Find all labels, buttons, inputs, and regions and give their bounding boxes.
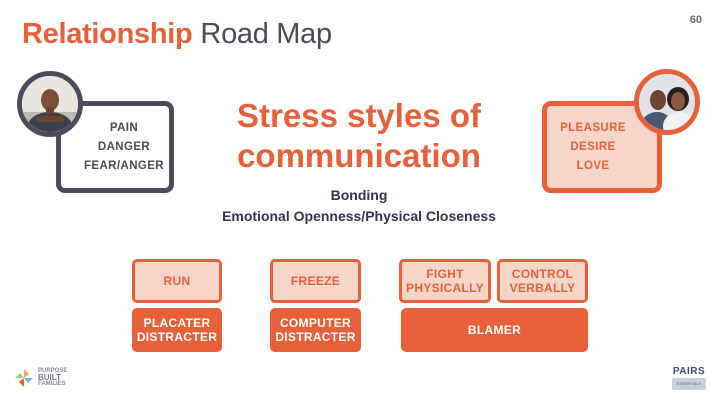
card-placater-distracter: PLACATER DISTRACTER — [132, 308, 222, 352]
left-item-fear-anger: FEAR/ANGER — [83, 159, 165, 172]
card-computer-line-2: DISTRACTER — [275, 330, 356, 344]
card-freeze-label: FREEZE — [290, 274, 341, 288]
headline-line-1: Stress styles of — [237, 97, 481, 134]
left-item-pain: PAIN — [109, 121, 139, 134]
logo-left-line-2: BUILT — [38, 372, 61, 382]
page-number: 60 — [689, 14, 702, 26]
left-feelings-box: PAIN DANGER FEAR/ANGER — [56, 101, 174, 193]
card-blamer: BLAMER — [401, 308, 588, 352]
pairs-logo-band: ESSENTIALS — [672, 378, 706, 390]
pinwheel-icon — [15, 369, 33, 387]
right-item-love: LOVE — [576, 159, 610, 172]
logo-left-line-1: PURPOSE — [38, 368, 68, 375]
happy-couple-avatar — [634, 69, 700, 135]
card-fight-line-1: FIGHT — [426, 267, 464, 281]
happy-couple-photo — [639, 74, 695, 130]
card-fight-physically: FIGHT PHYSICALLY — [399, 259, 491, 303]
headline-line-2: communication — [237, 137, 481, 174]
headline: Stress styles of communication — [184, 96, 534, 176]
card-freeze: FREEZE — [270, 259, 361, 303]
left-item-danger: DANGER — [97, 140, 151, 153]
stressed-man-photo — [22, 76, 78, 132]
slide-title-light: Road Map — [200, 18, 332, 50]
pairs-logo-word: PAIRS — [672, 366, 706, 377]
pairs-logo: PAIRS ESSENTIALS — [672, 366, 706, 390]
right-item-desire: DESIRE — [570, 140, 616, 153]
card-control-line-2: VERBALLY — [509, 281, 576, 295]
slide-title-bold: Relationship — [22, 18, 193, 50]
card-control-verbally: CONTROL VERBALLY — [497, 259, 588, 303]
card-run: RUN — [132, 259, 222, 303]
card-blamer-label: BLAMER — [467, 323, 522, 337]
subheading-openness: Emotional Openness/Physical Closeness — [222, 208, 496, 224]
purpose-built-families-logo: PURPOSE BUILT FAMILIES — [14, 368, 67, 388]
card-computer-distracter: COMPUTER DISTRACTER — [270, 308, 361, 352]
stressed-man-avatar — [17, 71, 83, 137]
card-computer-line-1: COMPUTER — [279, 316, 352, 330]
card-placater-line-1: PLACATER — [143, 316, 211, 330]
card-fight-line-2: PHYSICALLY — [406, 281, 484, 295]
logo-left-line-3: FAMILIES — [38, 381, 66, 388]
card-run-label: RUN — [163, 274, 191, 288]
card-control-line-1: CONTROL — [511, 267, 574, 281]
subheading-bonding: Bonding — [330, 187, 388, 203]
right-item-pleasure: PLEASURE — [560, 121, 626, 134]
card-placater-line-2: DISTRACTER — [136, 330, 218, 344]
